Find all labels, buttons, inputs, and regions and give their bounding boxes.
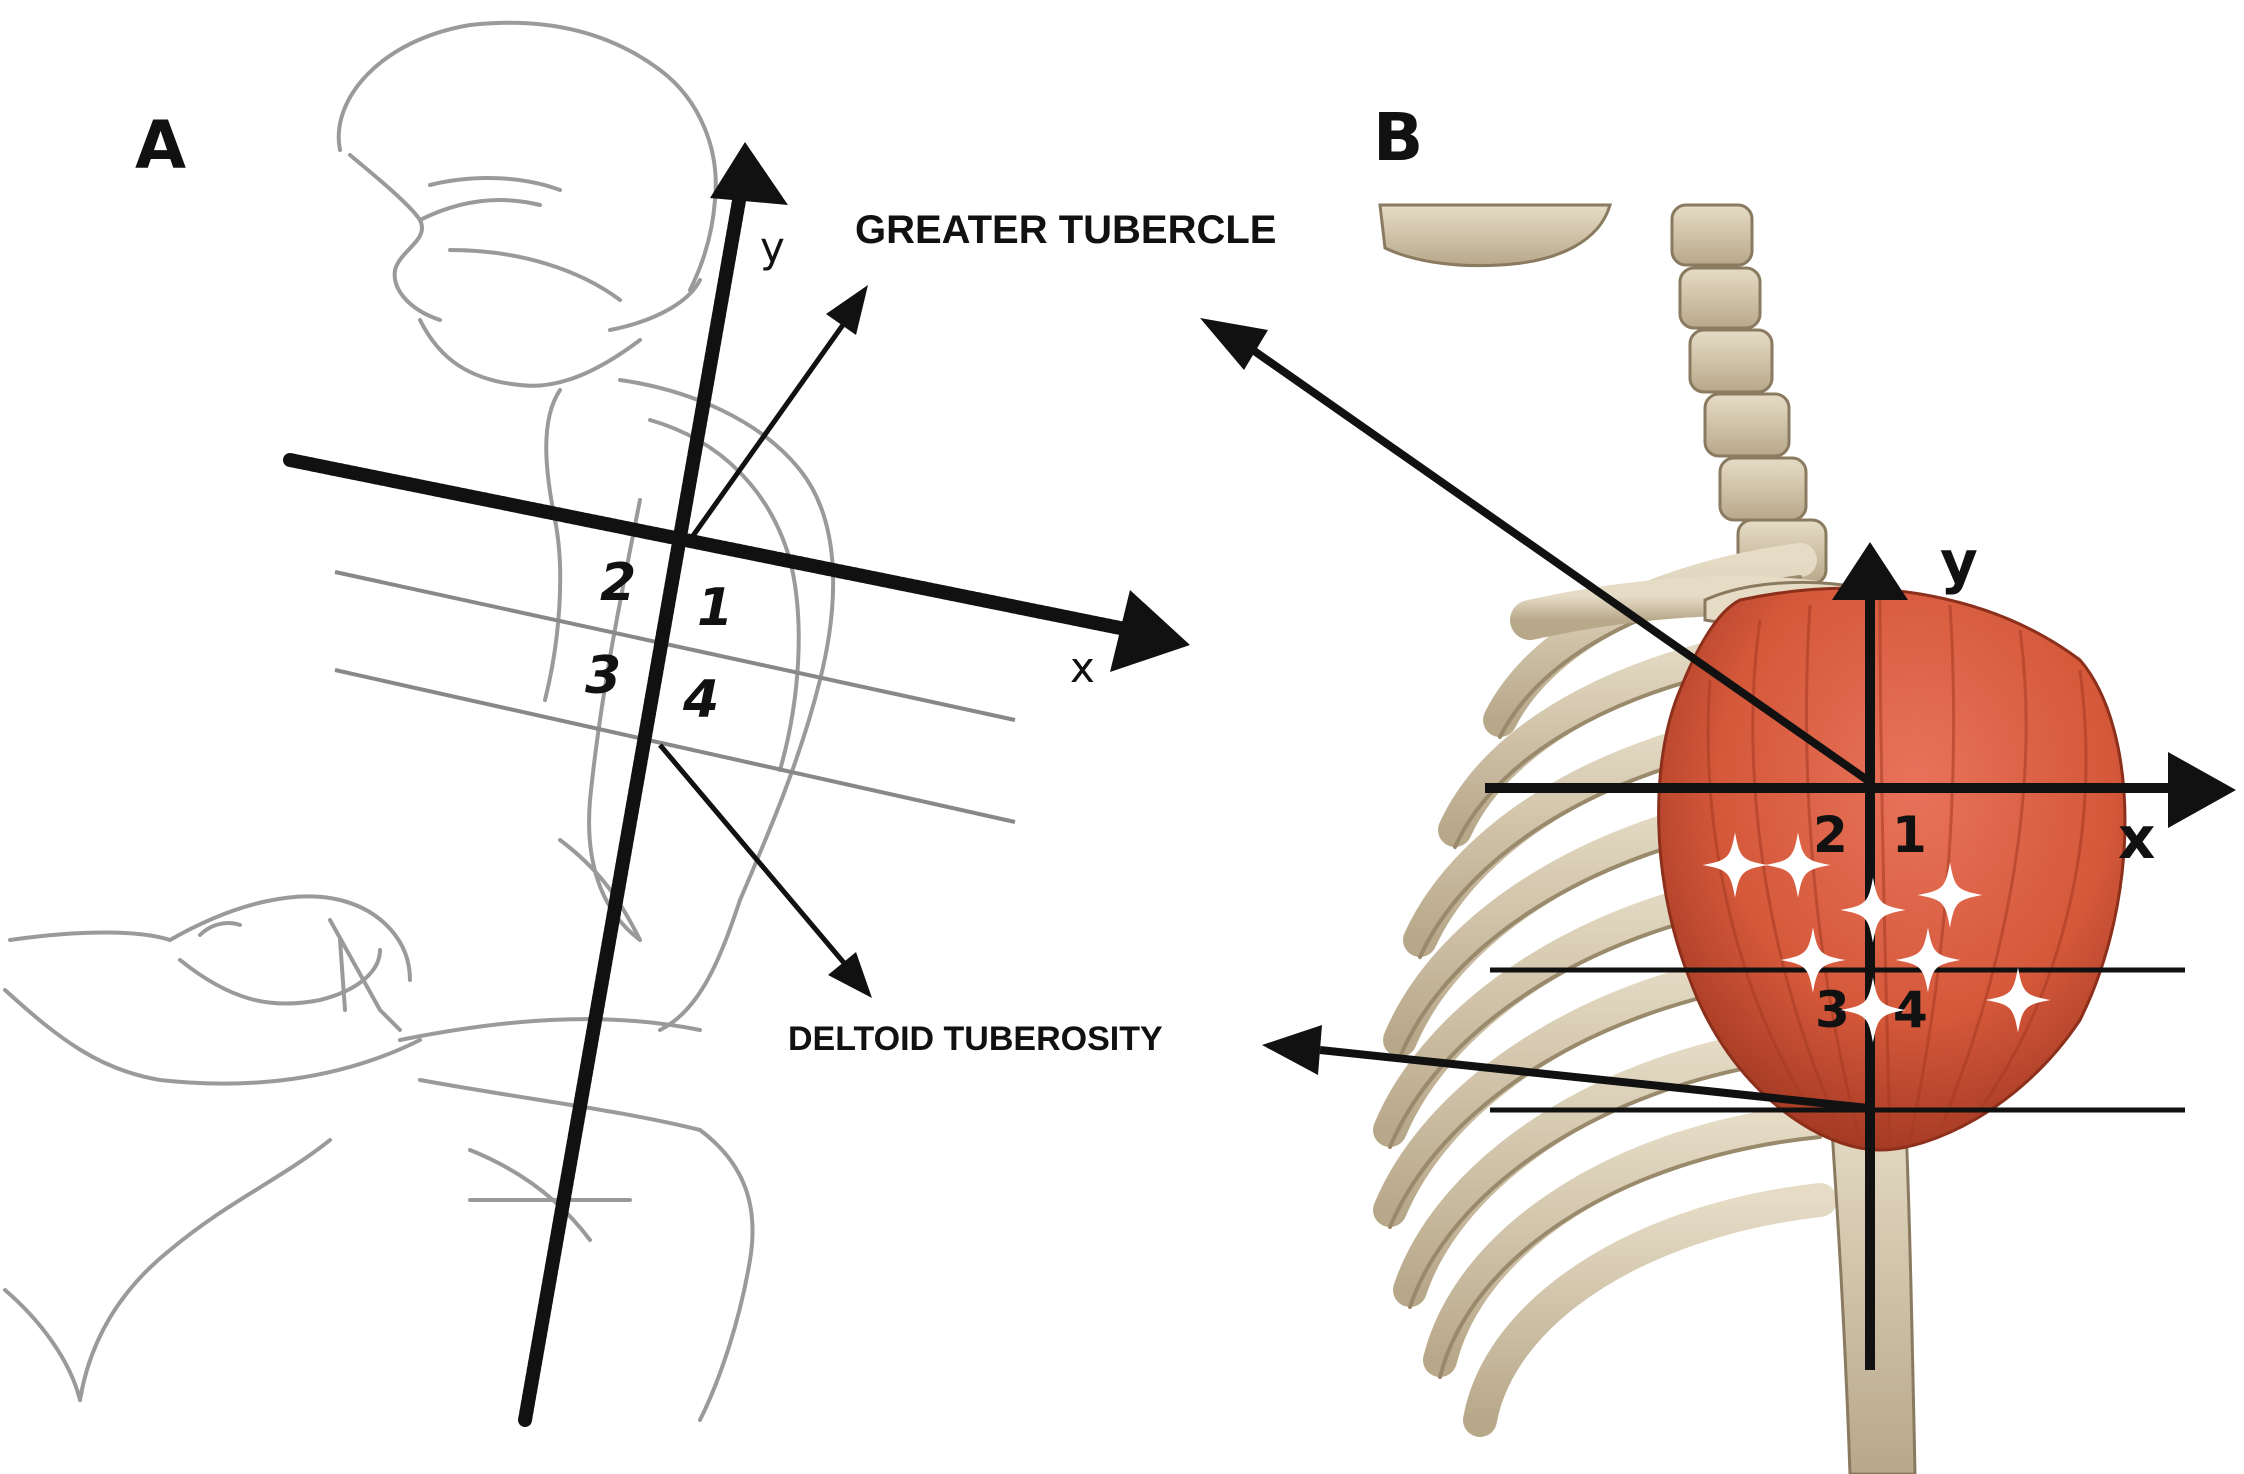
panel-b-arrowhead-greater-tubercle bbox=[1200, 318, 1268, 370]
panel-b-x-label: x bbox=[2118, 804, 2155, 872]
deltoid-tuberosity-label: DELTOID TUBEROSITY bbox=[788, 1020, 1163, 1058]
panel-a-y-axis bbox=[518, 188, 747, 1427]
panel-b-x-arrowhead bbox=[2168, 752, 2236, 828]
panel-a: A bbox=[3, 20, 1190, 1427]
panel-a-quadrant-3: 3 bbox=[585, 646, 621, 706]
panel-a-arrow-to-greater-tubercle bbox=[687, 313, 853, 542]
skull-jaw bbox=[1378, 203, 1612, 268]
panel-b-quadrant-1: 1 bbox=[1892, 806, 1927, 864]
panel-a-x-label: x bbox=[1070, 643, 1095, 692]
panel-a-letter: A bbox=[135, 107, 186, 184]
panel-a-guide-line-upper bbox=[334, 570, 1016, 722]
panel-a-y-arrowhead bbox=[710, 142, 788, 205]
panel-b-y-arrowhead bbox=[1832, 542, 1908, 600]
panel-b-y-label: y bbox=[1940, 528, 1978, 596]
panel-a-arrowhead-greater-tubercle bbox=[826, 285, 868, 335]
panel-a-guide-line-lower bbox=[334, 668, 1016, 824]
panel-a-y-label: y bbox=[760, 223, 785, 272]
panel-a-quadrant-2: 2 bbox=[600, 553, 636, 613]
panel-b-letter: B bbox=[1373, 99, 1423, 176]
panel-b-arrow-to-deltoid-tuberosity bbox=[1319, 1046, 1869, 1112]
cervical-spine bbox=[1670, 203, 1828, 586]
panel-a-quadrant-4: 4 bbox=[682, 670, 719, 730]
panel-a-reference-lines bbox=[334, 570, 1016, 824]
panel-b-quadrant-2: 2 bbox=[1813, 806, 1848, 864]
panel-a-axes bbox=[283, 142, 1190, 1427]
panel-a-arrowhead-deltoid-tuberosity bbox=[828, 952, 872, 998]
panel-b-arrowhead-deltoid-tuberosity bbox=[1262, 1025, 1322, 1075]
panel-b: B bbox=[1200, 99, 2236, 1474]
deltoid-muscle bbox=[1657, 586, 2127, 1152]
panel-a-x-axis bbox=[283, 453, 1137, 637]
panel-b-axes bbox=[1200, 318, 2236, 1370]
panel-b-arrow-to-greater-tubercle bbox=[1247, 344, 1873, 786]
panel-a-arrow-to-deltoid-tuberosity bbox=[658, 743, 852, 972]
panel-a-quadrant-1: 1 bbox=[697, 578, 733, 638]
greater-tubercle-label: GREATER TUBERCLE bbox=[855, 208, 1276, 252]
panel-a-x-arrowhead bbox=[1110, 590, 1190, 672]
